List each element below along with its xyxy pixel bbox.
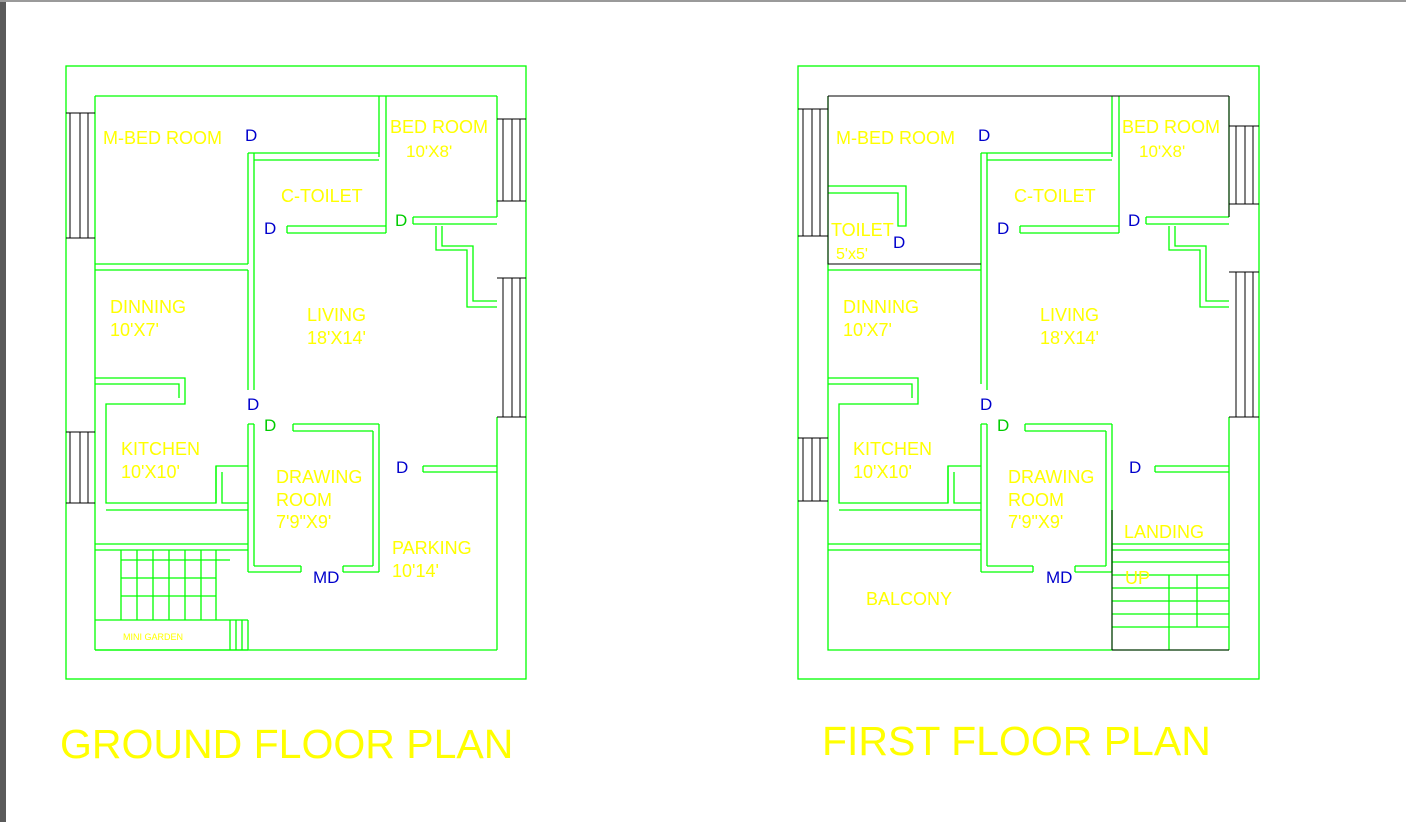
gf-door-parking: D [396,458,408,477]
gf-door-mbed: D [245,126,257,145]
gf-parking-size: 10'14' [392,561,439,581]
ff-mbed-label: M-BED ROOM [836,128,955,148]
gf-dinning-label: DINNING [110,297,186,317]
gf-living-size: 18'X14' [307,328,366,348]
window-top-edge [0,0,1406,2]
ff-drawing-size: 7'9"X9' [1008,512,1063,532]
ff-balcony-label: BALCONY [866,589,952,609]
ff-living-label: LIVING [1040,305,1099,325]
gf-title: GROUND FLOOR PLAN [60,721,513,767]
ff-door-mbed: D [978,126,990,145]
gf-dinning-size: 10'X7' [110,320,159,340]
gf-bed-size: 10'X8' [406,142,452,161]
gf-ctoilet-label: C-TOILET [281,186,363,206]
ff-toilet-size: 5'x5' [836,246,868,263]
ff-door-ctoilet: D [997,219,1009,238]
ff-door-living: D [980,395,992,414]
ff-dinning-label: DINNING [843,297,919,317]
ff-drawing-label-2: ROOM [1008,490,1064,510]
ff-living-size: 18'X14' [1040,328,1099,348]
ff-door-bed: D [1128,211,1140,230]
first-plot-boundary [797,65,1260,680]
gf-door-ctoilet: D [264,219,276,238]
ground-floor-walls [65,65,527,680]
gf-parking-label: PARKING [392,538,472,558]
ground-plot-boundary [65,65,527,680]
ff-landing-label: LANDING [1124,522,1204,542]
gf-drawing-label-2: ROOM [276,490,332,510]
ff-up-label: UP [1125,568,1150,588]
gf-door-drawing: D [264,416,276,435]
ff-dinning-size: 10'X7' [843,320,892,340]
ff-kitchen-label: KITCHEN [853,439,932,459]
gf-garden-label: MINI GARDEN [123,632,183,642]
ff-door-drawing: D [997,416,1009,435]
ff-toilet-label: TOILET [831,220,894,240]
gf-main-door: MD [313,568,339,587]
ff-drawing-label: DRAWING [1008,467,1094,487]
gf-door-living: D [247,395,259,414]
first-floor-black-lines [798,95,1259,651]
gf-living-label: LIVING [307,305,366,325]
gf-drawing-label: DRAWING [276,467,362,487]
ff-kitchen-size: 10'X10' [853,462,912,482]
gf-bed-label: BED ROOM [390,117,488,137]
ff-door-landing: D [1129,458,1141,477]
first-floor-walls [797,65,1260,680]
ff-door-toilet: D [893,233,905,252]
ff-main-door: MD [1046,568,1072,587]
gf-mbed-label: M-BED ROOM [103,128,222,148]
ff-bed-size: 10'X8' [1139,142,1185,161]
ground-floor-windows [66,112,526,504]
gf-drawing-size: 7'9"X9' [276,512,331,532]
gf-door-bed: D [395,211,407,230]
ff-title: FIRST FLOOR PLAN [822,718,1211,764]
gf-kitchen-label: KITCHEN [121,439,200,459]
gf-kitchen-size: 10'X10' [121,462,180,482]
ff-ctoilet-label: C-TOILET [1014,186,1096,206]
ff-bed-label: BED ROOM [1122,117,1220,137]
window-left-edge [0,0,6,822]
